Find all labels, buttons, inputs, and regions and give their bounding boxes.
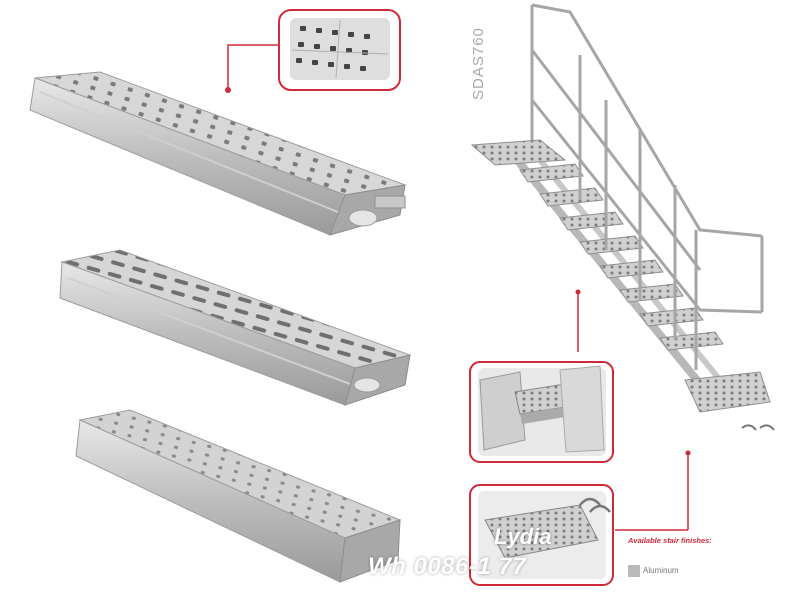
perforated-plank-flat [75, 409, 402, 583]
hole-pattern-detail-callout [225, 9, 401, 93]
aluminum-finish-label: Aluminum [643, 566, 679, 575]
scaffold-stair-with-handrail [470, 3, 775, 531]
perforated-plank-slot-holes [59, 249, 412, 406]
stair-step-detail-callout [469, 361, 614, 463]
watermark-phone: Wh 0086-1 77 [368, 553, 527, 580]
perforated-plank-round-holes [29, 71, 407, 236]
stair-finishes-title: Available stair finishes: [628, 536, 712, 545]
aluminum-swatch [628, 565, 640, 577]
stair-step-hook-detail-callout [469, 484, 614, 586]
stair-model-label: SDAS760 [470, 27, 487, 100]
watermark-name: Lydia [494, 524, 552, 549]
